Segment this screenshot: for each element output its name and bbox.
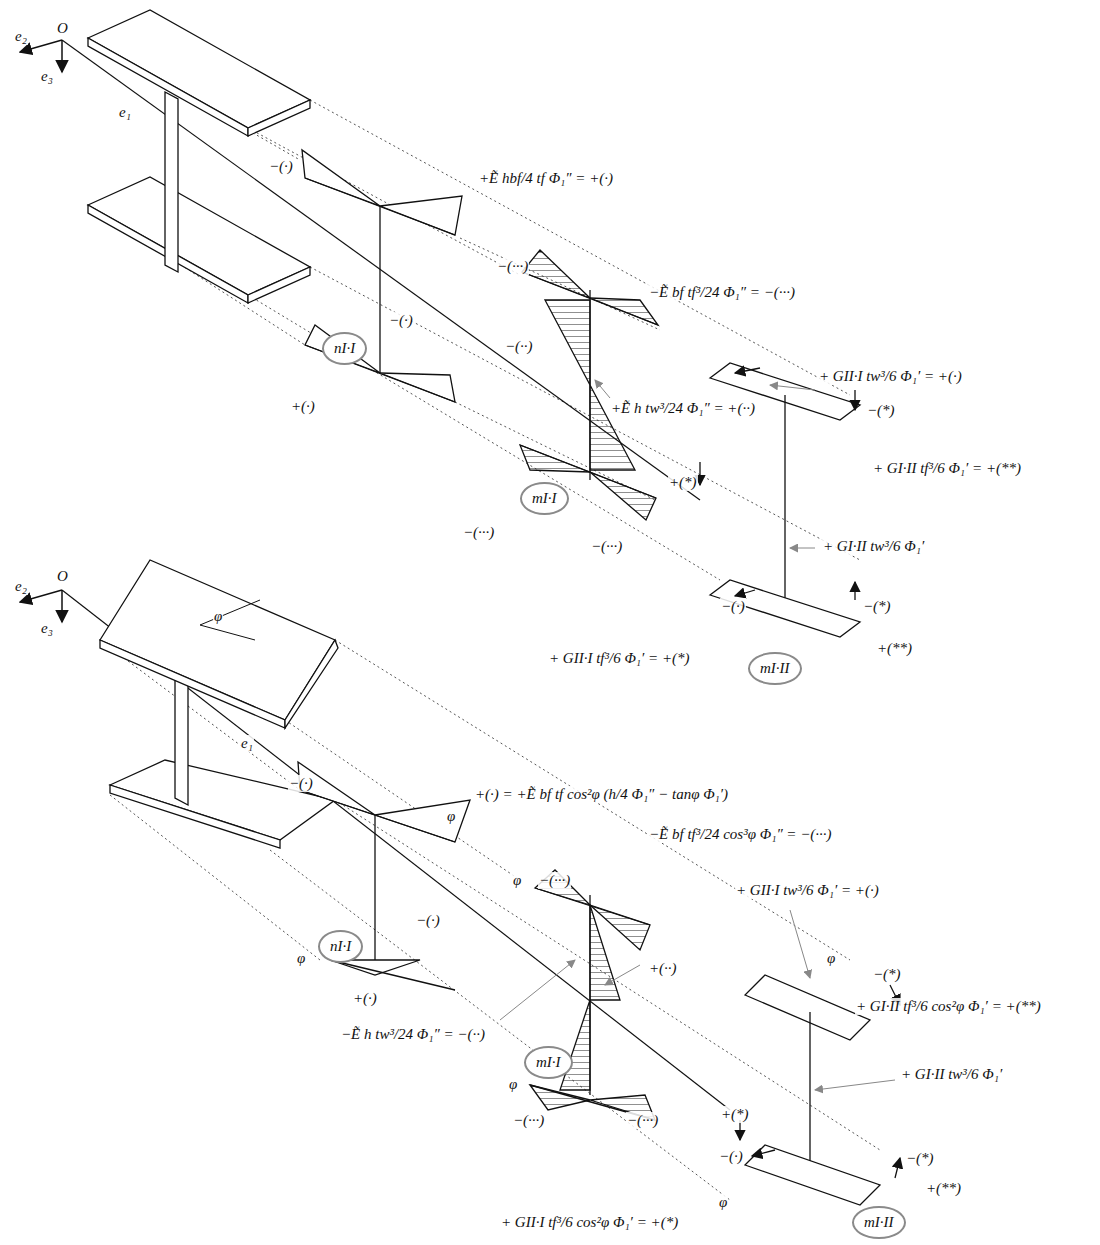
diagram-symbol: nI·I xyxy=(334,340,355,356)
formula-label: −(···) xyxy=(590,538,623,555)
circled-label: mI·I xyxy=(524,1046,573,1079)
formula-label: +(**) xyxy=(876,640,913,657)
formula-label: φ xyxy=(296,950,306,967)
formula-label: φ xyxy=(508,1076,518,1093)
formula-label: −(···) xyxy=(496,258,529,275)
diagram-symbol: mI·II xyxy=(864,1214,894,1230)
formula-label: +(·) xyxy=(290,398,316,415)
formula-label: +Ẽ hbf/4 tf Φ₁″ = +(·) xyxy=(478,170,614,187)
formula-label: −(·) xyxy=(415,912,441,929)
formula-label: +(**) xyxy=(925,1180,962,1197)
formula-label: −(*) xyxy=(862,598,892,615)
diagram-symbol: mI·I xyxy=(532,490,557,506)
formula-label: φ xyxy=(512,872,522,889)
formula-label: +(··) xyxy=(648,960,678,977)
formula-label: O xyxy=(56,568,69,585)
formula-label: −(*) xyxy=(872,966,902,983)
formula-label: −(···) xyxy=(538,872,571,889)
circled-label: mI·I xyxy=(520,482,569,515)
formula-label: −(···) xyxy=(462,524,495,541)
formula-label: + GI·II tw³/6 Φ₁′ xyxy=(900,1066,1003,1083)
formula-label: + GI·II tw³/6 Φ₁′ xyxy=(822,538,925,555)
formula-label: −(*) xyxy=(866,402,896,419)
formula-label: φ xyxy=(446,808,456,825)
formula-label: +(·) xyxy=(352,990,378,1007)
formula-label: −(*) xyxy=(905,1150,935,1167)
formula-label: φ xyxy=(213,608,223,625)
formula-label: e₃ xyxy=(40,620,54,637)
formula-label: φ xyxy=(826,950,836,967)
formula-label: + GII·I tw³/6 Φ₁′ = +(·) xyxy=(735,882,880,899)
formula-label: −(·) xyxy=(718,1148,744,1165)
formula-label: e₁ xyxy=(240,735,254,752)
formula-label: + GII·I tw³/6 Φ₁′ = +(·) xyxy=(818,368,963,385)
diagram-symbol: mI·II xyxy=(760,660,790,676)
formula-label: −(···) xyxy=(626,1112,659,1129)
formula-label: O xyxy=(56,20,69,37)
circled-label: nI·I xyxy=(322,332,367,365)
formula-label: +(*) xyxy=(720,1106,750,1123)
formula-label: e₂ xyxy=(14,578,28,595)
formula-label: −(·) xyxy=(268,158,294,175)
formula-label: e₃ xyxy=(40,68,54,85)
formula-label: −(·) xyxy=(720,598,746,615)
formula-label: −(···) xyxy=(512,1112,545,1129)
circled-label: mI·II xyxy=(748,652,802,685)
formula-label: e₂ xyxy=(14,28,28,45)
formula-label: φ xyxy=(718,1194,728,1211)
formula-label: + GII·I tf³/6 Φ₁′ = +(*) xyxy=(548,650,691,667)
circled-label: nI·I xyxy=(318,930,363,963)
diagram-symbol: nI·I xyxy=(330,938,351,954)
formula-label: −(·) xyxy=(288,775,314,792)
formula-label: +(*) xyxy=(668,474,698,491)
diagram-symbol: mI·I xyxy=(536,1054,561,1070)
formula-label: −(·) xyxy=(388,312,414,329)
formula-label: + GI·II tf³/6 Φ₁′ = +(**) xyxy=(872,460,1022,477)
formula-label: + GII·I tf³/6 cos²φ Φ₁′ = +(*) xyxy=(500,1214,679,1231)
formula-label: +Ẽ h tw³/24 Φ₁″ = +(··) xyxy=(610,400,756,417)
formula-label: + GI·II tf³/6 cos²φ Φ₁′ = +(**) xyxy=(855,998,1042,1015)
circled-label: mI·II xyxy=(852,1206,906,1239)
formula-label: −Ẽ bf tf³/24 Φ₁″ = −(···) xyxy=(648,284,796,301)
formula-label: −Ẽ bf tf³/24 cos³φ Φ₁″ = −(···) xyxy=(648,826,833,843)
formula-label: −Ẽ h tw³/24 Φ₁″ = −(··) xyxy=(340,1026,486,1043)
formula-label: −(··) xyxy=(504,338,534,355)
formula-label: +(·) = +Ẽ bf tf cos²φ (h/4 Φ₁″ − tanφ Φ₁… xyxy=(474,786,729,803)
formula-label: e₁ xyxy=(118,104,132,121)
